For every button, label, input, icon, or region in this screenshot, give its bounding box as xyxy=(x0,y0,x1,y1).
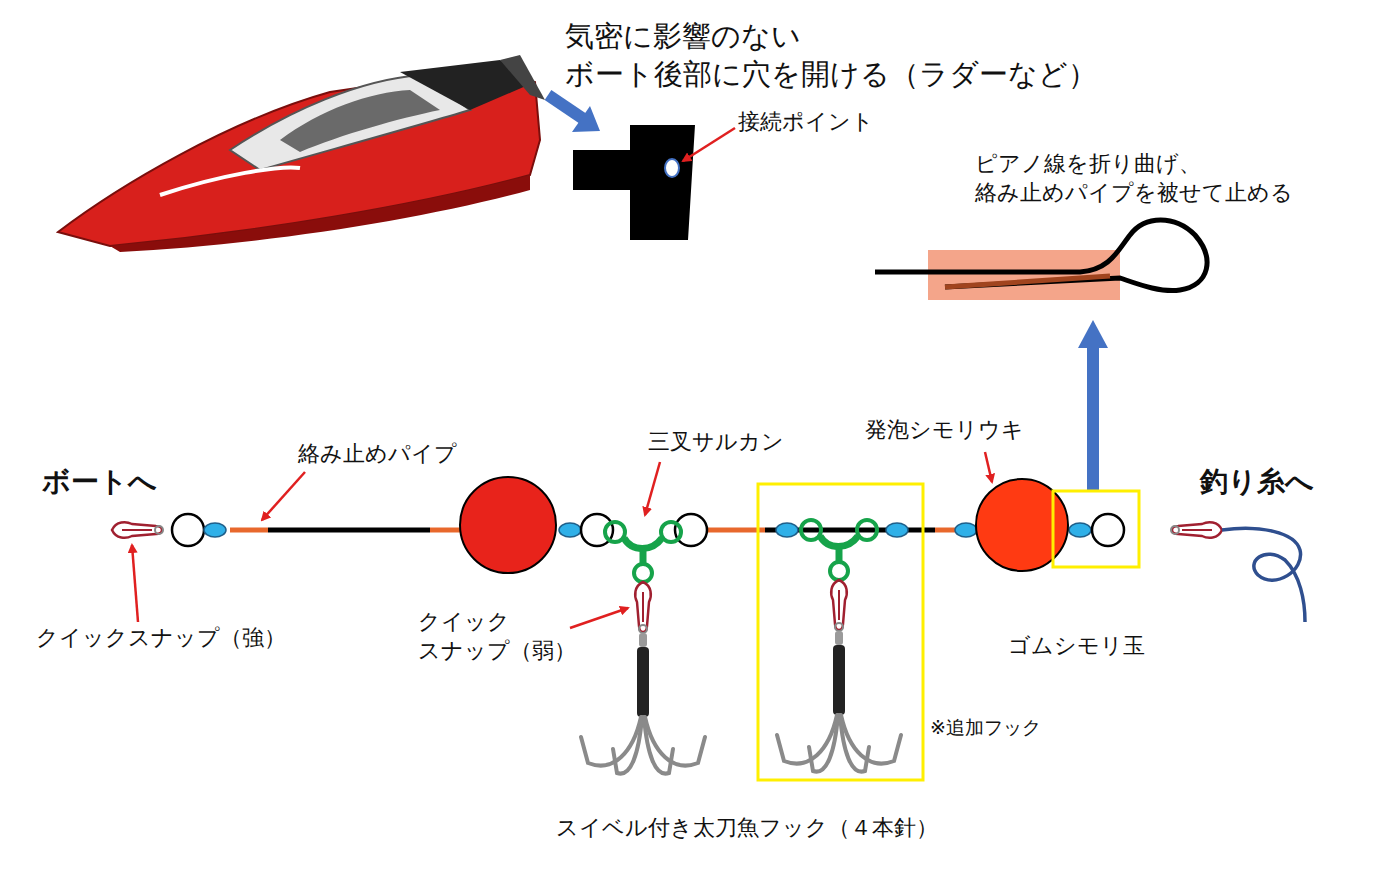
drawing-part xyxy=(1171,522,1222,538)
drawing-part xyxy=(857,520,877,540)
drawing-part xyxy=(572,106,600,132)
drawing-part xyxy=(985,452,992,482)
drawing-part xyxy=(262,472,305,520)
drawing-part xyxy=(430,528,462,533)
drawing-part xyxy=(945,276,1110,287)
drawing-part xyxy=(1092,514,1124,546)
line-snap xyxy=(1171,522,1305,622)
drawing-part xyxy=(160,167,300,195)
drawing-part xyxy=(836,548,843,561)
drawing-part xyxy=(548,95,585,120)
drawing-part xyxy=(886,523,908,537)
part-name: ゴムシモリ玉 xyxy=(1008,632,1145,661)
part-name: 三叉サルカン xyxy=(648,428,784,457)
drawing-part xyxy=(1222,528,1305,622)
part-name: クイックスナップ（強） xyxy=(36,624,286,653)
drawing-part xyxy=(605,522,625,542)
part-name: クイック スナップ（弱） xyxy=(418,608,576,665)
drawing-part xyxy=(132,545,138,622)
leader-line xyxy=(132,452,992,628)
snap-weak xyxy=(635,580,847,633)
highlight-box xyxy=(758,484,1139,780)
drawing-part xyxy=(665,159,679,177)
rc-boat xyxy=(58,55,545,252)
direction-label: ボートへ xyxy=(42,464,157,500)
drawing-part xyxy=(1087,345,1099,492)
drawing-part xyxy=(1078,320,1108,348)
drawing-part xyxy=(230,528,268,533)
drawing-part xyxy=(268,528,430,533)
drawing-part xyxy=(635,582,651,633)
three-way-swivel xyxy=(605,520,877,582)
drawing-part xyxy=(776,523,798,537)
part-name: スイベル付き太刀魚フック（４本針） xyxy=(556,814,938,843)
drawing-part xyxy=(570,608,628,628)
drawing-part xyxy=(573,125,695,240)
drawing-part xyxy=(955,523,977,537)
drawing-part xyxy=(1053,491,1139,567)
drawing-part xyxy=(460,477,556,573)
rudder xyxy=(573,125,735,240)
drawing-part xyxy=(683,128,735,161)
drawing-part xyxy=(634,564,652,582)
drawing-part xyxy=(110,175,530,252)
drawing-part xyxy=(935,528,955,533)
direction-label: 釣り糸へ xyxy=(1200,464,1314,500)
drawing-part xyxy=(581,633,705,774)
foam-float xyxy=(460,477,1068,573)
drawing-part xyxy=(204,523,226,537)
drawing-part xyxy=(559,523,581,537)
drawing-part xyxy=(112,522,163,538)
drawing-part xyxy=(777,631,901,772)
note-text: ピアノ線を折り曲げ、 絡み止めパイプを被せて止める xyxy=(975,150,1293,207)
pointer-arrow xyxy=(548,95,600,132)
drawing-part xyxy=(705,528,765,533)
snap-strong xyxy=(112,522,163,538)
drawing-part xyxy=(831,580,847,631)
part-name: 発泡シモリウキ xyxy=(865,416,1024,445)
drawing-part xyxy=(875,220,1207,291)
drawing-part xyxy=(640,550,647,563)
drawing-part xyxy=(820,536,858,547)
note-text: ※追加フック xyxy=(930,715,1041,740)
drawing-part xyxy=(801,520,821,540)
drawing-part xyxy=(645,462,660,515)
drawing-part xyxy=(661,522,681,542)
tachiuo-hook xyxy=(581,631,901,774)
drawing-part xyxy=(280,90,440,152)
part-name: 接続ポイント xyxy=(738,108,874,137)
drawing-part xyxy=(758,484,923,780)
drawing-part xyxy=(624,538,662,549)
drawing-part xyxy=(172,514,204,546)
drawing-part xyxy=(1069,523,1091,537)
drawing-part xyxy=(830,562,848,580)
wire-loop-detail xyxy=(875,220,1207,492)
drawing-part xyxy=(928,250,1120,300)
note-text: 気密に影響のない ボート後部に穴を開ける（ラダーなど） xyxy=(565,18,1097,93)
part-name: 絡み止めパイプ xyxy=(298,440,457,469)
drawing-part xyxy=(500,55,545,100)
